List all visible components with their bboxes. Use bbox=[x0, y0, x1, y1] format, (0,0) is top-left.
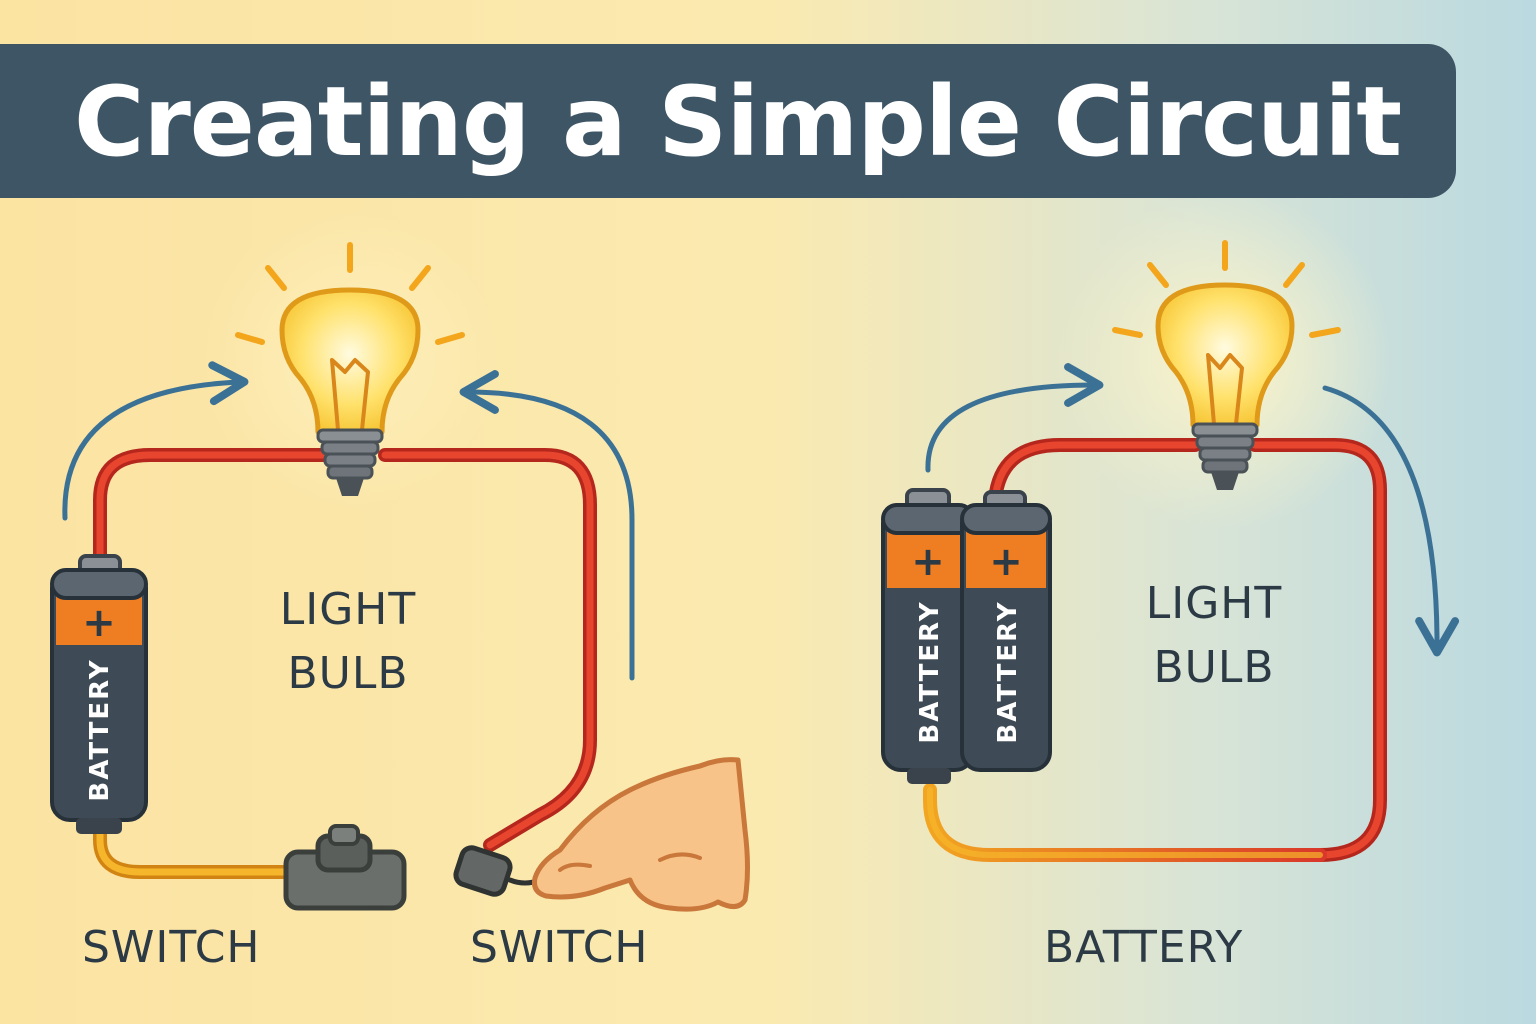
light-bulb-label-line2: BULB bbox=[1153, 642, 1275, 693]
battery-plus: + bbox=[989, 539, 1023, 585]
title-banner bbox=[0, 44, 1456, 198]
battery-icon: + BATTERY bbox=[50, 554, 148, 834]
current-arrow-icon bbox=[62, 361, 249, 521]
right-circuit: + BATTERY + BATTERY bbox=[881, 240, 1460, 862]
left-circuit: + BATTERY bbox=[50, 242, 750, 912]
page-title: Creating a Simple Circuit bbox=[74, 66, 1402, 178]
battery-icon: + BATTERY bbox=[881, 488, 975, 784]
current-arrow-icon bbox=[925, 363, 1104, 473]
current-arrow-icon bbox=[459, 370, 635, 681]
switch-label: SWITCH bbox=[82, 922, 261, 973]
battery-label: BATTERY bbox=[1044, 922, 1244, 973]
current-arrow-icon bbox=[1322, 385, 1460, 657]
battery-icon: + BATTERY bbox=[960, 490, 1052, 772]
light-bulb-icon bbox=[1112, 240, 1341, 490]
light-bulb-label-line1: LIGHT bbox=[279, 584, 417, 635]
wire-highlight bbox=[381, 451, 594, 849]
wire-highlight bbox=[1251, 441, 1384, 859]
wire-highlight bbox=[96, 816, 304, 876]
battery-plus: + bbox=[82, 600, 116, 646]
battery-text: BATTERY bbox=[915, 600, 945, 743]
battery-text: BATTERY bbox=[993, 600, 1023, 743]
light-bulb-label-line2: BULB bbox=[287, 648, 409, 699]
switch-label: SWITCH bbox=[470, 922, 649, 973]
light-bulb-label: LIGHT BULB bbox=[238, 578, 458, 706]
light-bulb-icon bbox=[235, 242, 465, 496]
wire-highlight bbox=[96, 451, 329, 564]
light-bulb-label: LIGHT BULB bbox=[1104, 572, 1324, 700]
hand-pointer-icon bbox=[532, 757, 750, 912]
light-bulb-label-line1: LIGHT bbox=[1145, 578, 1283, 629]
switch-icon bbox=[283, 824, 407, 911]
battery-text: BATTERY bbox=[85, 658, 115, 801]
wire-highlight bbox=[927, 787, 1323, 858]
battery-plus: + bbox=[911, 539, 945, 585]
